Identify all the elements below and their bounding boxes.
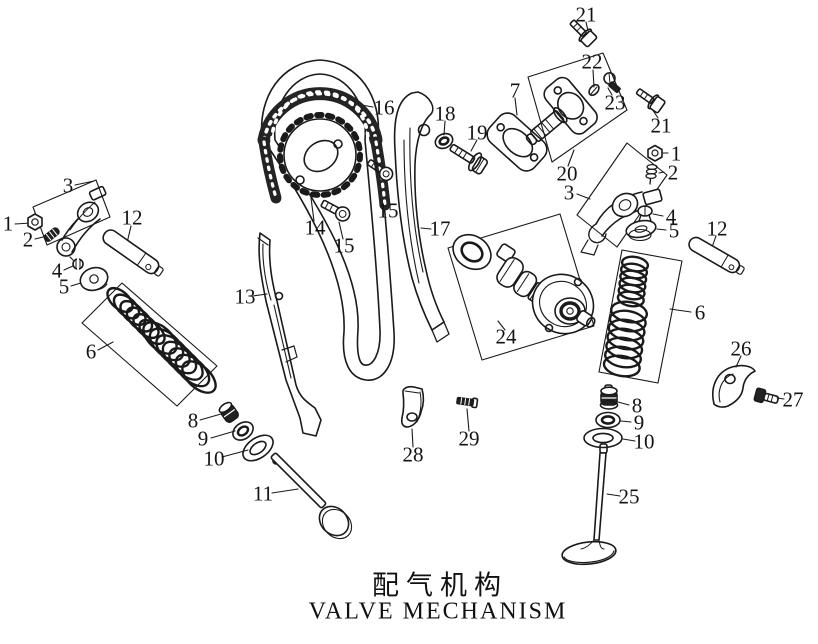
bolt-27 xyxy=(753,387,780,404)
bracket-28 xyxy=(400,385,425,428)
callout-12-right: 12 xyxy=(706,216,728,241)
callout-11: 11 xyxy=(252,481,274,506)
callout-16: 16 xyxy=(373,95,395,120)
right-valve-keepers xyxy=(637,205,653,222)
right-spring-seat xyxy=(583,427,623,449)
left-rocker-shaft xyxy=(102,229,164,277)
camshaft-box xyxy=(447,213,595,361)
callout-7: 7 xyxy=(509,78,521,103)
right-spring-retainer xyxy=(625,219,657,242)
callout-13: 13 xyxy=(234,284,256,309)
callout-2-right: 2 xyxy=(667,160,679,185)
callout-9-right: 9 xyxy=(633,410,645,435)
right-rocker-box xyxy=(576,142,668,248)
diagram-title-chinese: 配气机构 xyxy=(372,570,508,601)
callout-25: 25 xyxy=(618,484,640,509)
washer-18 xyxy=(434,132,454,150)
callout-27: 27 xyxy=(782,387,804,412)
callout-5-right: 5 xyxy=(668,218,680,243)
exhaust-valve xyxy=(561,443,617,566)
callout-6-left: 6 xyxy=(85,339,97,364)
callout-14: 14 xyxy=(304,215,326,240)
left-valve-seal xyxy=(218,401,239,423)
tensioner-guide-blade xyxy=(393,91,450,343)
callout-21-right: 21 xyxy=(650,113,672,138)
callout-19: 19 xyxy=(466,120,488,145)
callout-15-lower: 15 xyxy=(333,233,355,258)
callout-26: 26 xyxy=(730,336,752,361)
sprocket-bolt-lower xyxy=(320,199,351,222)
callout-4-left: 4 xyxy=(51,258,63,283)
right-valve-seal xyxy=(599,384,619,410)
right-adjuster-nut xyxy=(647,144,663,162)
bolt-21-right xyxy=(635,88,666,114)
callout-18: 18 xyxy=(434,101,456,126)
bolt-19 xyxy=(449,143,489,175)
callout-22: 22 xyxy=(581,49,603,74)
callout-24: 24 xyxy=(495,324,517,349)
callout-4-right: 4 xyxy=(665,204,677,229)
cam-sprocket xyxy=(277,112,363,198)
intake-valve xyxy=(270,452,353,540)
chain-guide xyxy=(257,232,322,437)
tensioner-gasket xyxy=(486,112,548,172)
callout-23: 23 xyxy=(604,90,626,115)
guide-plate-26 xyxy=(712,364,756,408)
right-rocker-shaft xyxy=(688,236,745,275)
left-valve-keepers xyxy=(69,256,84,270)
left-adjuster-screw xyxy=(43,227,60,242)
callout-20: 20 xyxy=(556,161,578,186)
tensioner-body xyxy=(525,76,598,146)
right-valve-springs xyxy=(602,255,650,378)
left-rocker-box xyxy=(32,179,111,246)
left-spring-seat-ring xyxy=(232,421,254,441)
callout-2-left: 2 xyxy=(22,227,34,252)
left-adjuster-nut xyxy=(27,213,43,231)
right-spring-seat-ring xyxy=(595,411,621,429)
diagram-title-english: VALVE MECHANISM xyxy=(308,598,568,625)
callout-29: 29 xyxy=(458,426,480,451)
right-spring-box xyxy=(598,249,683,384)
left-spring-retainer xyxy=(79,266,109,292)
callout-12-left: 12 xyxy=(121,205,143,230)
right-rocker-arm xyxy=(580,188,663,256)
right-adjuster-screw xyxy=(645,163,658,185)
left-valve-springs xyxy=(106,286,217,394)
callout-3-left: 3 xyxy=(62,173,74,198)
left-rocker-arm xyxy=(56,185,107,257)
callout-8-right: 8 xyxy=(631,393,643,418)
callout-10-right: 10 xyxy=(633,429,655,454)
callout-1-right: 1 xyxy=(670,141,682,166)
callout-10-left: 10 xyxy=(203,446,225,471)
dowel-22 xyxy=(588,83,600,97)
callout-21-top: 21 xyxy=(575,2,597,27)
sprocket-bolt-upper xyxy=(366,159,394,182)
callout-28: 28 xyxy=(402,442,424,467)
callout-15-upper: 15 xyxy=(377,198,399,223)
callout-3-right: 3 xyxy=(563,180,575,205)
screw-29 xyxy=(456,396,479,409)
callout-1-left: 1 xyxy=(2,211,14,236)
screw-23 xyxy=(603,72,621,93)
bolt-21-top xyxy=(569,19,598,48)
callout-17: 17 xyxy=(429,216,451,241)
callout-5-left: 5 xyxy=(58,274,70,299)
callout-9-left: 9 xyxy=(197,426,209,451)
callout-8-left: 8 xyxy=(187,408,199,433)
callout-6-right: 6 xyxy=(694,300,706,325)
camshaft xyxy=(452,233,596,335)
leader-lines xyxy=(14,21,785,497)
left-spring-seat xyxy=(242,434,274,462)
